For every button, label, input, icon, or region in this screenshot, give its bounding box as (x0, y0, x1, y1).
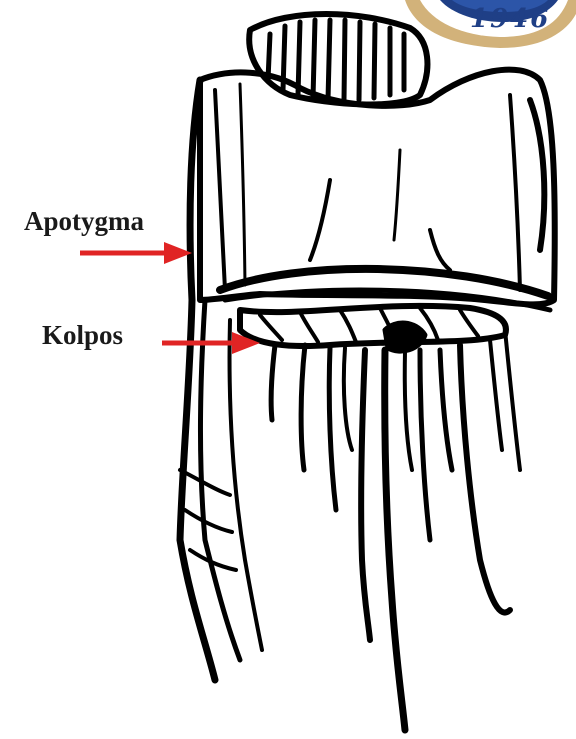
seal-year-text: 1946 (470, 4, 550, 34)
chiton-garment-illustration (180, 14, 555, 730)
apotygma-label: Apotygma (24, 206, 144, 237)
apotygma-arrow (80, 242, 192, 264)
kolpos-label: Kolpos (42, 320, 123, 351)
